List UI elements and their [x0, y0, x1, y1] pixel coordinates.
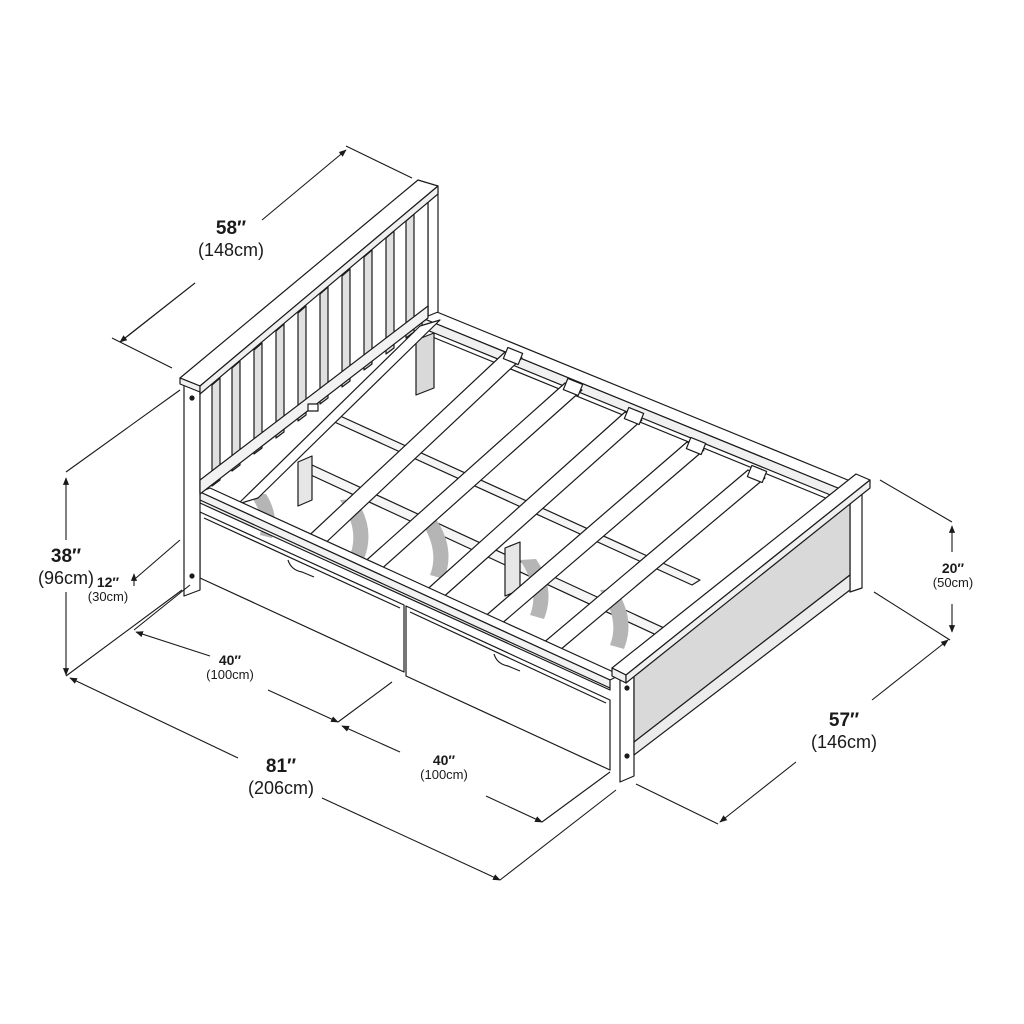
- headboard-spindles: [211, 213, 415, 487]
- dim-label-total-width: 57″ (146cm): [796, 710, 892, 753]
- dim-metric: (146cm): [810, 731, 877, 752]
- dim-label-drawer-1-length: 40″ (100cm): [190, 652, 270, 683]
- dim-imperial: 81″: [265, 756, 297, 777]
- bed-drawing: [179, 179, 871, 783]
- headboard: [179, 179, 439, 597]
- dim-label-clearance-height: 12″ (30cm): [78, 574, 138, 605]
- center-legs: [297, 332, 521, 597]
- dim-metric: (50cm): [932, 575, 974, 591]
- slats: [237, 319, 768, 651]
- dim-imperial: 58″: [215, 218, 247, 239]
- dim-metric: (96cm): [37, 567, 94, 588]
- dim-metric: (206cm): [247, 777, 314, 798]
- dim-label-headboard-width: 58″ (148cm): [188, 218, 274, 261]
- footboard: [611, 473, 871, 783]
- back-side-rail: [421, 309, 861, 507]
- dim-imperial: 40″: [218, 652, 242, 668]
- dim-metric: (148cm): [197, 239, 264, 260]
- dim-imperial: 12″: [96, 574, 120, 590]
- dim-imperial: 38″: [50, 546, 82, 567]
- dim-label-total-length: 81″ (206cm): [236, 756, 326, 799]
- dim-imperial: 40″: [432, 752, 456, 768]
- dim-imperial: 57″: [828, 710, 860, 731]
- dim-label-headboard-height: 38″ (96cm): [26, 546, 106, 589]
- dimension-lines: [62, 145, 956, 881]
- dim-metric: (100cm): [420, 767, 468, 783]
- dim-metric: (100cm): [206, 667, 254, 683]
- dim-label-footboard-height: 20″ (50cm): [918, 560, 988, 591]
- drawer-right: [405, 605, 611, 771]
- dim-imperial: 20″: [941, 560, 965, 576]
- dim-metric: (30cm): [87, 589, 129, 605]
- dim-label-drawer-2-length: 40″ (100cm): [404, 752, 484, 783]
